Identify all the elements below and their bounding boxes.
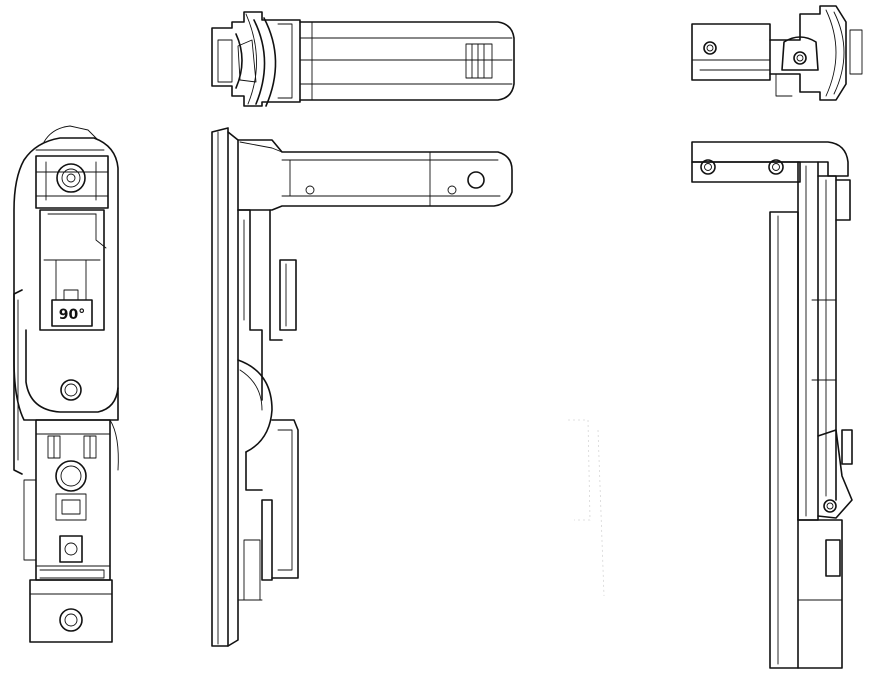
front-view: 90° bbox=[13, 125, 119, 643]
side-view-right bbox=[691, 141, 853, 669]
side-view bbox=[211, 127, 513, 647]
top-view-right bbox=[691, 5, 863, 101]
angle-label: 90° bbox=[59, 307, 85, 323]
faint-marks bbox=[568, 419, 605, 597]
top-view-left bbox=[211, 11, 515, 107]
